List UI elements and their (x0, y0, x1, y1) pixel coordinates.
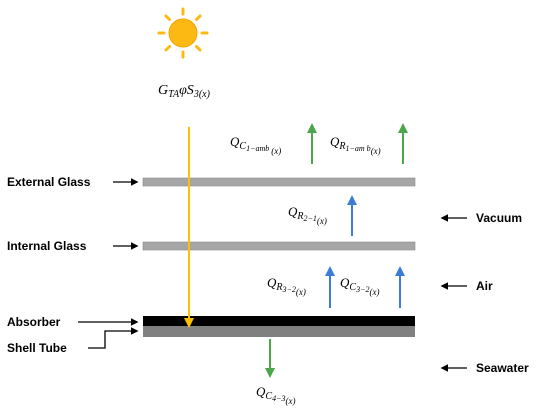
q-c3-2-label: QC3−2(x) (340, 275, 379, 297)
shell-tube-layer (143, 326, 415, 337)
q-c4-3-label: QC4−3(x) (256, 384, 295, 406)
internal-glass-layer (142, 241, 416, 251)
sun-icon (157, 7, 209, 59)
irradiance-mid: φS (179, 83, 194, 98)
irradiance-sub1: TA (168, 89, 180, 100)
q-r2-1-label: QR2−1(x) (288, 204, 327, 226)
external-glass-layer (142, 177, 416, 187)
absorber-label: Absorber (7, 315, 61, 329)
absorber-layer (143, 316, 415, 326)
external-glass-label: External Glass (7, 175, 91, 189)
internal-glass-label: Internal Glass (7, 239, 87, 253)
irradiance-formula: GTAφS3(x) (158, 83, 211, 100)
vacuum-label: Vacuum (476, 211, 522, 225)
q-r3-2-label: QR3−2(x) (267, 275, 306, 297)
irradiance-main: G (158, 83, 168, 98)
irradiance-sub2: 3(x) (193, 89, 211, 100)
q-r1-amb-label: QR1−am b(x) (330, 134, 381, 156)
q-c1-amb-label: QC1−amb(x) (230, 134, 281, 156)
seawater-label: Seawater (476, 361, 529, 375)
shell-tube-label: Shell Tube (7, 341, 67, 355)
shell-tube-pointer (88, 327, 139, 349)
air-label: Air (476, 279, 493, 293)
